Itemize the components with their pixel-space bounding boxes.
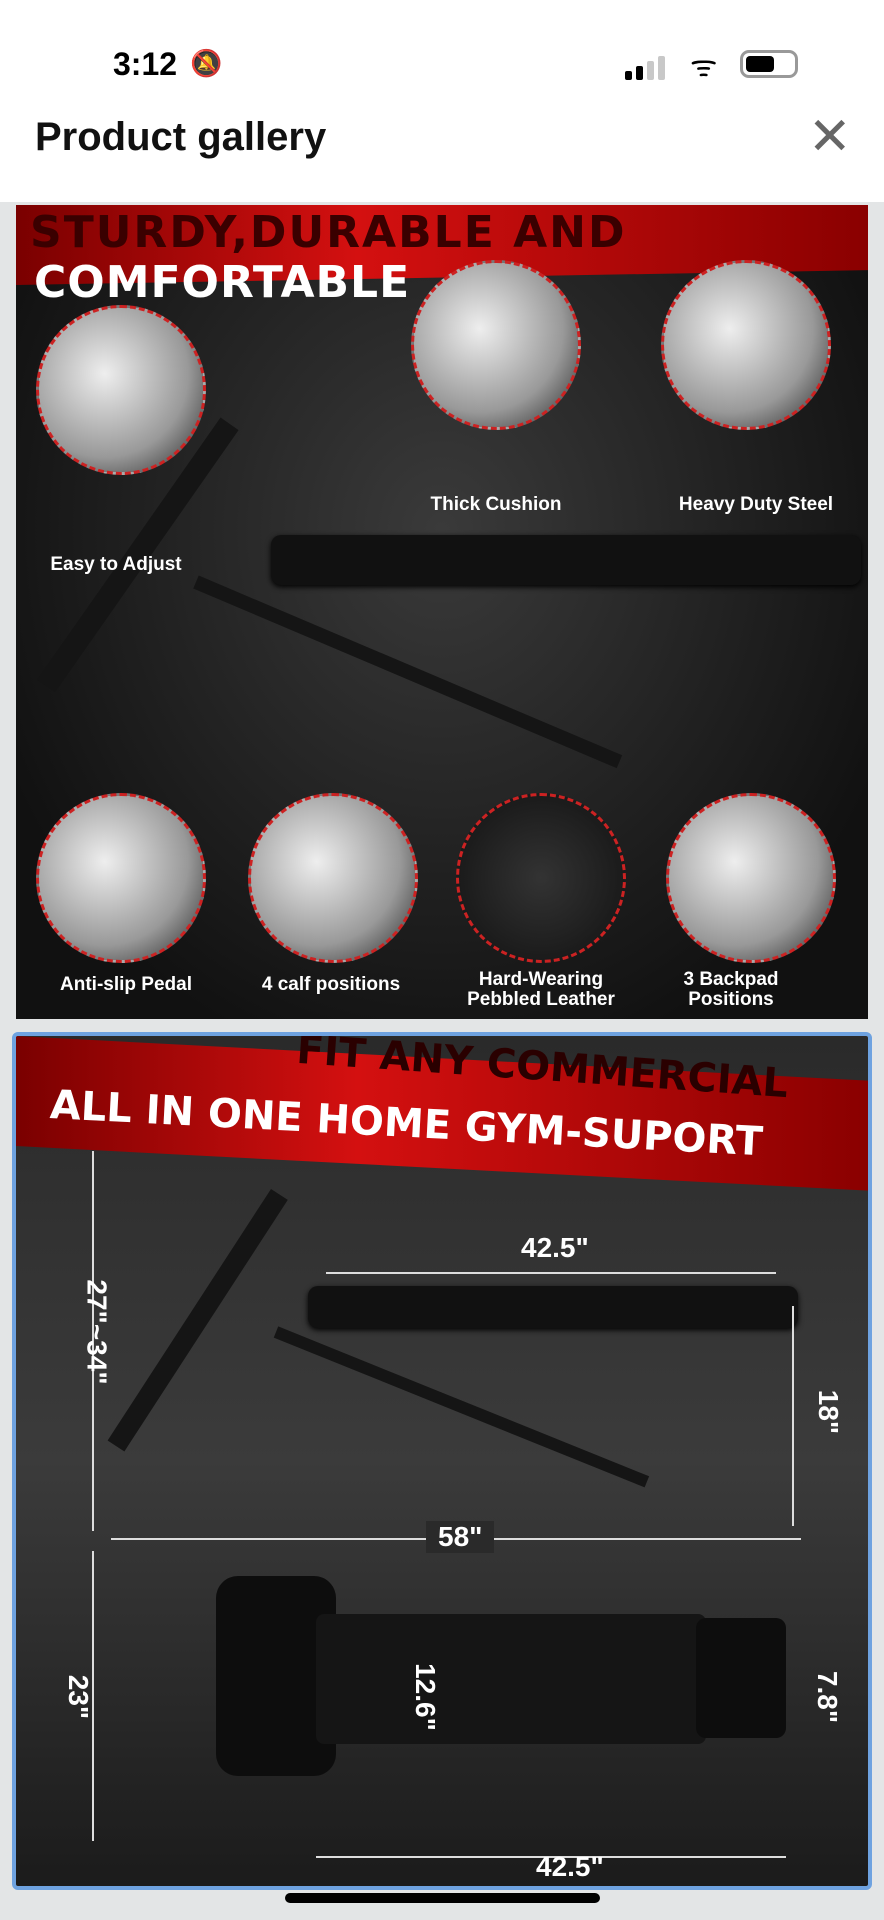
dim-seat-width: 7.8" [812, 1670, 844, 1724]
clock: 3:12 [113, 46, 178, 82]
bench-pad-top-view [696, 1618, 786, 1738]
dimension-line [792, 1306, 794, 1526]
dim-length-top: 42.5" [521, 1232, 589, 1263]
bench-seat-top-view [316, 1614, 706, 1744]
feature-adjust-image [36, 305, 206, 475]
dim-length-bottom: 42.5" [536, 1851, 604, 1882]
dimension-line [316, 1856, 786, 1858]
feature-backpad-image [666, 793, 836, 963]
dim-back-width: 12.6" [409, 1663, 441, 1731]
gallery-image-2-selected[interactable]: FIT ANY COMMERCIAL ALL IN ONE HOME GYM-S… [12, 1032, 872, 1890]
gallery-image-1[interactable]: STURDY,DURABLE AND COMFORTABLE Thick Cus… [16, 205, 868, 1019]
dimension-line [92, 1151, 94, 1531]
feature-label: Anti-slip Pedal [60, 974, 192, 995]
feature-cushion-image [411, 260, 581, 430]
status-bar: 3:12 🔕 ᯤ [0, 0, 884, 105]
bench-frame [193, 575, 623, 769]
feature-label: Thick Cushion [430, 494, 562, 515]
home-indicator[interactable] [285, 1893, 600, 1903]
feature-label: Heavy Duty Steel [678, 494, 834, 515]
feature-pedal-image [36, 793, 206, 963]
header: Product gallery ✕ [0, 105, 884, 202]
feature-calf-image [248, 793, 418, 963]
bell-slash-icon: 🔕 [190, 48, 223, 78]
dimension-line [92, 1551, 94, 1841]
dim-width: 23" [63, 1674, 95, 1720]
bench-seat [271, 535, 861, 585]
wifi-icon: ᯤ [690, 50, 718, 83]
feature-label: Easy to Adjust [50, 554, 182, 575]
dimension-line [326, 1272, 776, 1274]
gallery-image-2: FIT ANY COMMERCIAL ALL IN ONE HOME GYM-S… [16, 1036, 868, 1886]
dim-height: 27"~34" [81, 1279, 113, 1385]
bench-seat [308, 1286, 798, 1328]
headline-2: COMFORTABLE [34, 257, 411, 308]
feature-label: Hard-Wearing Pebbled Leather [467, 969, 615, 1010]
page-title: Product gallery [35, 115, 327, 159]
bench-frame [273, 1326, 650, 1488]
headline-1: STURDY,DURABLE AND [30, 207, 627, 258]
feature-steel-image [661, 260, 831, 430]
dim-seat-height: 18" [813, 1389, 845, 1435]
dim-overall-length: 58" [426, 1521, 495, 1553]
battery-icon [740, 50, 798, 78]
feature-label: 4 calf positions [261, 974, 401, 995]
bench-backrest [107, 1188, 288, 1452]
feature-leather-image [456, 793, 626, 963]
feature-label: 3 Backpad Positions [683, 969, 779, 1010]
signal-icon [625, 56, 665, 80]
close-icon[interactable]: ✕ [808, 108, 852, 166]
